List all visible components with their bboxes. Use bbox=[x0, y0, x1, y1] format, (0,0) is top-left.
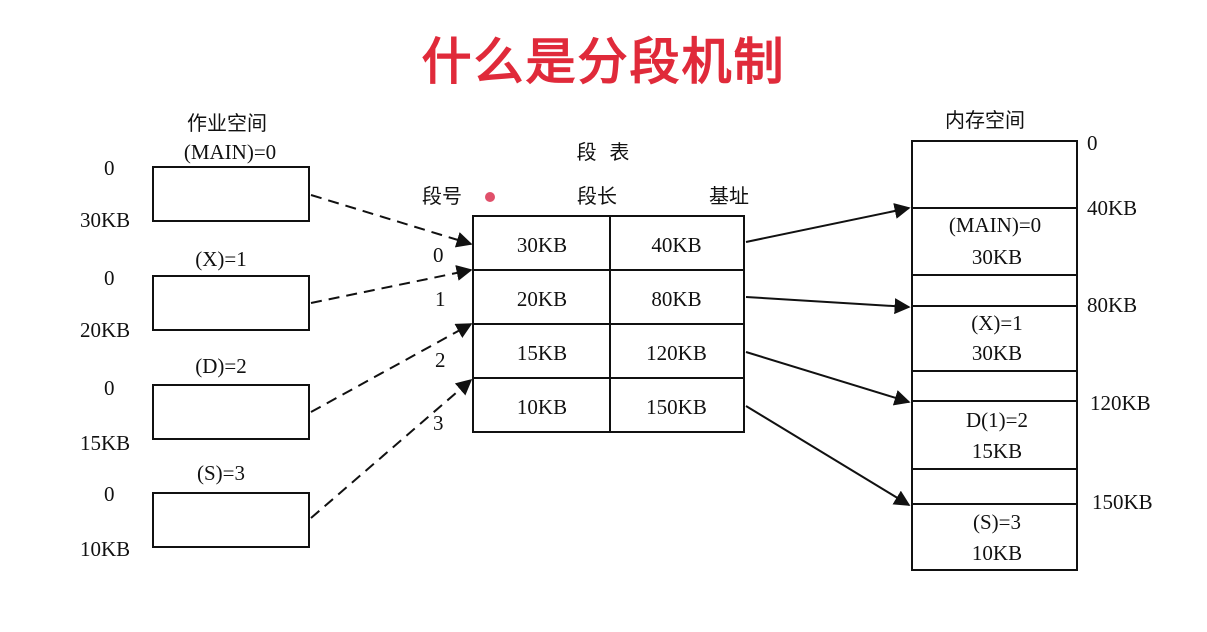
memory-block-name-2: D(1)=2 bbox=[966, 408, 1028, 432]
memory-block-name-3: (S)=3 bbox=[972, 510, 1022, 534]
memory-block-name-1: (X)=1 bbox=[971, 311, 1023, 335]
job-segment-box-2 bbox=[152, 384, 310, 440]
memory-divider bbox=[911, 207, 1078, 209]
segment-table-col-number: 段号 bbox=[422, 184, 462, 208]
memory-address-1: 40KB bbox=[1087, 196, 1138, 220]
memory-address-2: 80KB bbox=[1087, 293, 1138, 317]
memory-divider bbox=[911, 468, 1078, 470]
job-segment-label-1: (X)=1 bbox=[195, 247, 247, 271]
segment-table: 30KB 40KB 20KB 80KB 15KB 120KB 10KB 150K… bbox=[472, 215, 745, 433]
job-segment-label-0: (MAIN)=0 bbox=[183, 140, 277, 164]
job-segment-start-1: 0 bbox=[104, 266, 115, 290]
page-title: 什么是分段机制 bbox=[421, 33, 786, 91]
job-segment-label-2: (D)=2 bbox=[195, 354, 247, 378]
segment-base-cell: 120KB bbox=[646, 341, 707, 365]
job-segment-end-2: 15KB bbox=[80, 431, 131, 455]
segment-table-col-base: 基址 bbox=[709, 184, 749, 208]
segment-base-cell: 40KB bbox=[651, 233, 702, 257]
segment-length-cell: 30KB bbox=[516, 233, 568, 257]
segment-length-cell: 15KB bbox=[516, 341, 568, 365]
job-segment-end-0: 30KB bbox=[80, 208, 131, 232]
memory-divider bbox=[911, 274, 1078, 276]
job-segment-end-1: 20KB bbox=[80, 318, 131, 342]
dashed-arrow-segment-2 bbox=[310, 323, 473, 413]
memory-block-name-0: (MAIN)=0 bbox=[948, 213, 1042, 237]
segment-number-0: 0 bbox=[433, 243, 444, 267]
dashed-arrow-segment-0 bbox=[310, 194, 473, 248]
table-row: 10KB 150KB bbox=[474, 379, 743, 431]
memory-divider bbox=[911, 370, 1078, 372]
memory-space-heading: 内存空间 bbox=[945, 108, 1025, 132]
memory-address-4: 150KB bbox=[1092, 490, 1153, 514]
segment-length-cell: 10KB bbox=[516, 395, 568, 419]
arrow-base-0 bbox=[745, 203, 911, 243]
job-segment-box-1 bbox=[152, 275, 310, 331]
table-row: 20KB 80KB bbox=[474, 271, 743, 325]
segment-table-heading: 段 表 bbox=[576, 140, 630, 164]
arrow-base-1 bbox=[745, 296, 911, 315]
job-segment-start-2: 0 bbox=[104, 376, 115, 400]
arrow-base-2 bbox=[745, 351, 911, 406]
table-column-divider bbox=[609, 217, 611, 431]
cursor-dot bbox=[485, 192, 495, 202]
memory-column bbox=[911, 140, 1078, 571]
segment-base-cell: 150KB bbox=[646, 395, 707, 419]
job-segment-box-0 bbox=[152, 166, 310, 222]
segment-table-col-length: 段长 bbox=[577, 184, 617, 208]
arrow-base-3 bbox=[745, 405, 911, 506]
segment-number-2: 2 bbox=[435, 348, 446, 372]
job-segment-start-3: 0 bbox=[104, 482, 115, 506]
memory-divider bbox=[911, 503, 1078, 505]
segment-base-cell: 80KB bbox=[651, 287, 702, 311]
table-row: 30KB 40KB bbox=[474, 217, 743, 271]
memory-address-0: 0 bbox=[1087, 131, 1098, 155]
memory-block-size-1: 30KB bbox=[971, 341, 1023, 365]
segment-number-3: 3 bbox=[433, 411, 444, 435]
job-segment-end-3: 10KB bbox=[80, 537, 131, 561]
table-row: 15KB 120KB bbox=[474, 325, 743, 379]
memory-block-size-0: 30KB bbox=[971, 245, 1023, 269]
job-space-heading: 作业空间 bbox=[187, 111, 267, 135]
segment-length-cell: 20KB bbox=[516, 287, 568, 311]
memory-block-size-2: 15KB bbox=[971, 439, 1023, 463]
segment-number-1: 1 bbox=[435, 287, 446, 311]
job-segment-box-3 bbox=[152, 492, 310, 548]
dashed-arrow-segment-3 bbox=[310, 378, 473, 519]
memory-block-size-3: 10KB bbox=[971, 541, 1023, 565]
dashed-arrow-segment-1 bbox=[310, 265, 473, 304]
memory-divider bbox=[911, 305, 1078, 307]
job-segment-start-0: 0 bbox=[104, 156, 115, 180]
memory-address-3: 120KB bbox=[1090, 391, 1151, 415]
job-segment-label-3: (S)=3 bbox=[196, 461, 246, 485]
memory-divider bbox=[911, 400, 1078, 402]
